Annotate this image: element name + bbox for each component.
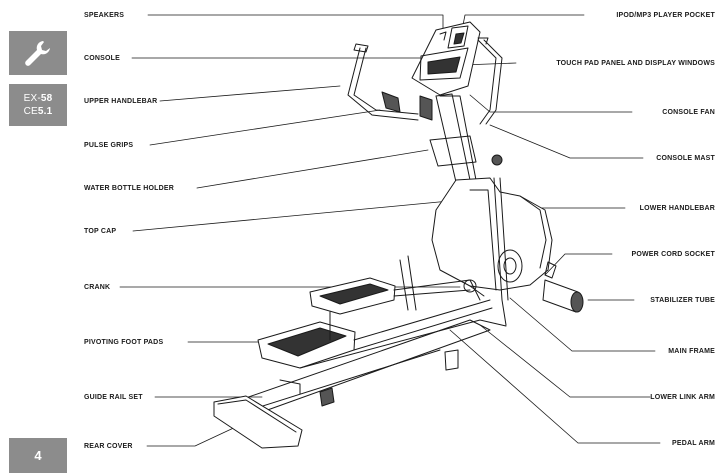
label-ipod-pocket: IPOD/MP3 PLAYER POCKET [616,12,715,19]
label-guide-rail-set: GUIDE RAIL SET [84,394,143,401]
label-upper-handlebar: UPPER HANDLEBAR [84,98,158,105]
tool-tile [9,31,67,75]
guide-rail-art [239,319,491,413]
stabilizer-tube-art [542,261,584,313]
label-pivoting-foot-pads: PIVOTING FOOT PADS [84,339,164,346]
label-pulse-grips: PULSE GRIPS [84,142,134,149]
wrench-icon [25,41,50,66]
console-mast-art [429,93,503,183]
model-line-2: CE5.1 [23,106,53,117]
label-speakers: SPEAKERS [84,12,125,19]
label-power-cord-socket: POWER CORD SOCKET [631,251,715,258]
page-number: 4 [34,448,42,463]
model-tile: EX-58 CE5.1 [9,84,67,126]
leader-lines-right [435,14,661,444]
label-top-cap: TOP CAP [84,228,117,235]
label-pedal-arm: PEDAL ARM [671,440,715,447]
leader-lines-left [119,14,461,447]
rear-cover-art [213,395,303,449]
label-main-frame: MAIN FRAME [668,348,715,355]
label-console-mast: CONSOLE MAST [656,155,715,162]
label-console: CONSOLE [84,55,121,62]
label-lower-link-arm: LOWER LINK ARM [650,394,715,401]
upper-handlebars-art [347,37,503,125]
main-body-art [431,177,553,326]
label-water-bottle-holder: WATER BOTTLE HOLDER [84,185,174,192]
label-crank: CRANK [84,284,111,291]
label-lower-handlebar: LOWER HANDLEBAR [639,205,715,212]
page-number-tile: 4 [9,438,67,473]
label-console-fan: CONSOLE FAN [662,109,715,116]
model-line-1: EX-58 [23,93,53,104]
console-art [411,21,481,96]
pedal-arms-art [299,255,507,369]
label-rear-cover: REAR COVER [84,443,133,450]
foot-pad-rear-art [309,277,481,315]
foot-pad-front-art [257,321,356,369]
label-stabilizer-tube: STABILIZER TUBE [650,297,715,304]
label-touch-pad: TOUCH PAD PANEL AND DISPLAY WINDOWS [556,60,715,67]
crank-art [463,279,485,297]
